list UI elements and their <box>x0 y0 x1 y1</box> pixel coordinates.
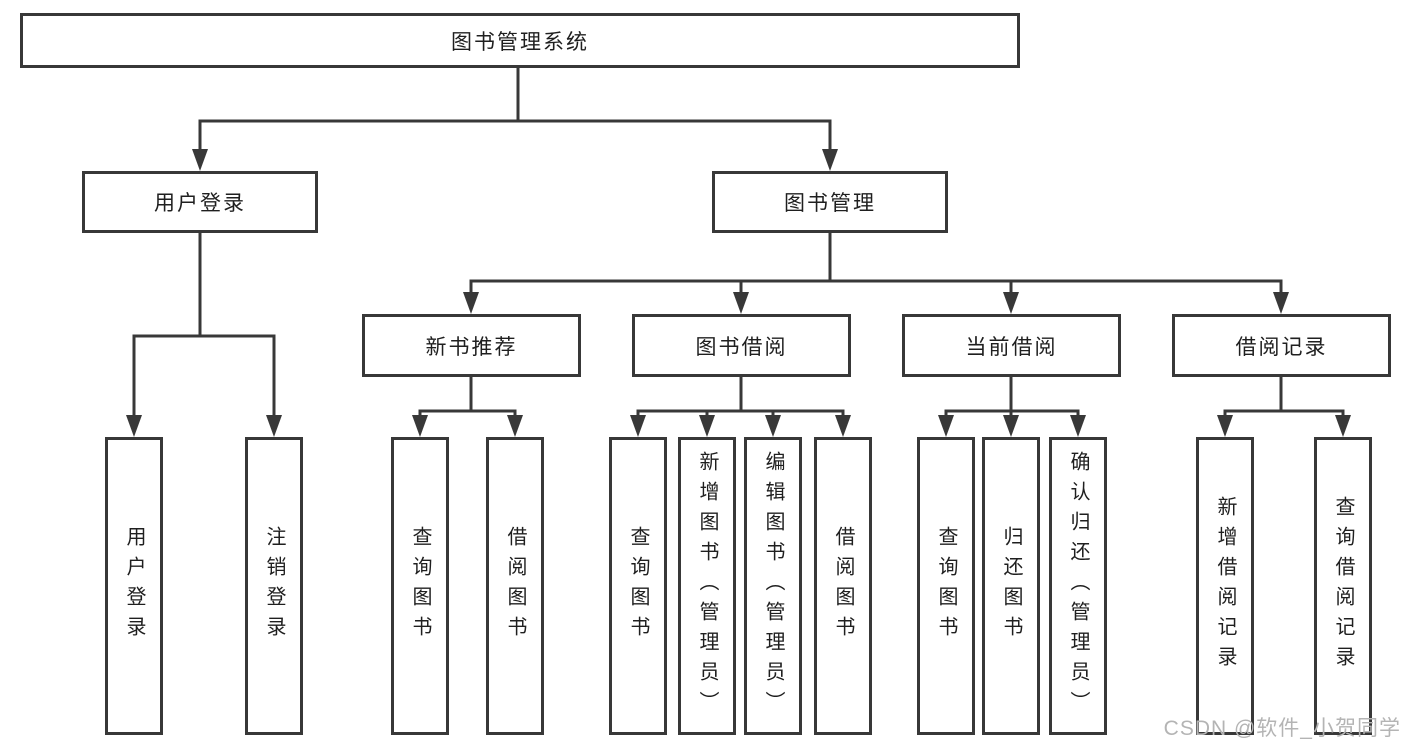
leaf-add-books-admin: 新增图书（管理员） <box>678 437 736 735</box>
leaf-return-books: 归还图书 <box>982 437 1040 735</box>
node-label: 查询借阅记录 <box>1332 496 1354 676</box>
node-label: 借阅图书 <box>504 526 526 646</box>
node-book-borrowing: 图书借阅 <box>632 314 851 377</box>
node-label: 用户登录 <box>123 526 145 646</box>
node-label: 新增借阅记录 <box>1214 496 1236 676</box>
leaf-query-books-newrec: 查询图书 <box>391 437 449 735</box>
node-label: 归还图书 <box>1000 526 1022 646</box>
node-borrowing-records: 借阅记录 <box>1172 314 1391 377</box>
leaf-query-books-borrow: 查询图书 <box>609 437 667 735</box>
node-label: 当前借阅 <box>965 335 1058 359</box>
node-label: 图书管理系统 <box>451 30 589 54</box>
node-label: 确认归还（管理员） <box>1067 451 1089 721</box>
node-label: 查询图书 <box>935 526 957 646</box>
node-label: 查询图书 <box>627 526 649 646</box>
node-current-borrowing: 当前借阅 <box>902 314 1121 377</box>
watermark: CSDN @软件_小贺同学 <box>1163 717 1401 740</box>
node-label: 编辑图书（管理员） <box>762 451 784 721</box>
leaf-query-books-current: 查询图书 <box>917 437 975 735</box>
node-user-login: 用户登录 <box>82 171 318 233</box>
leaf-query-borrow-record: 查询借阅记录 <box>1314 437 1372 735</box>
node-label: 查询图书 <box>409 526 431 646</box>
leaf-borrow-books: 借阅图书 <box>814 437 872 735</box>
node-label: 借阅记录 <box>1235 335 1328 359</box>
leaf-borrow-books-newrec: 借阅图书 <box>486 437 544 735</box>
leaf-add-borrow-record: 新增借阅记录 <box>1196 437 1254 735</box>
leaf-edit-books-admin: 编辑图书（管理员） <box>744 437 802 735</box>
node-book-management: 图书管理 <box>712 171 948 233</box>
leaf-confirm-return-admin: 确认归还（管理员） <box>1049 437 1107 735</box>
node-label: 注销登录 <box>263 526 285 646</box>
node-label: 图书借阅 <box>695 335 788 359</box>
node-label: 图书管理 <box>784 192 876 215</box>
node-label: 用户登录 <box>154 192 246 215</box>
node-root-system: 图书管理系统 <box>20 13 1020 68</box>
node-label: 新增图书（管理员） <box>696 451 718 721</box>
leaf-user-login: 用户登录 <box>105 437 163 735</box>
node-label: 借阅图书 <box>832 526 854 646</box>
leaf-logout: 注销登录 <box>245 437 303 735</box>
node-new-book-recommend: 新书推荐 <box>362 314 581 377</box>
node-label: 新书推荐 <box>425 335 518 359</box>
